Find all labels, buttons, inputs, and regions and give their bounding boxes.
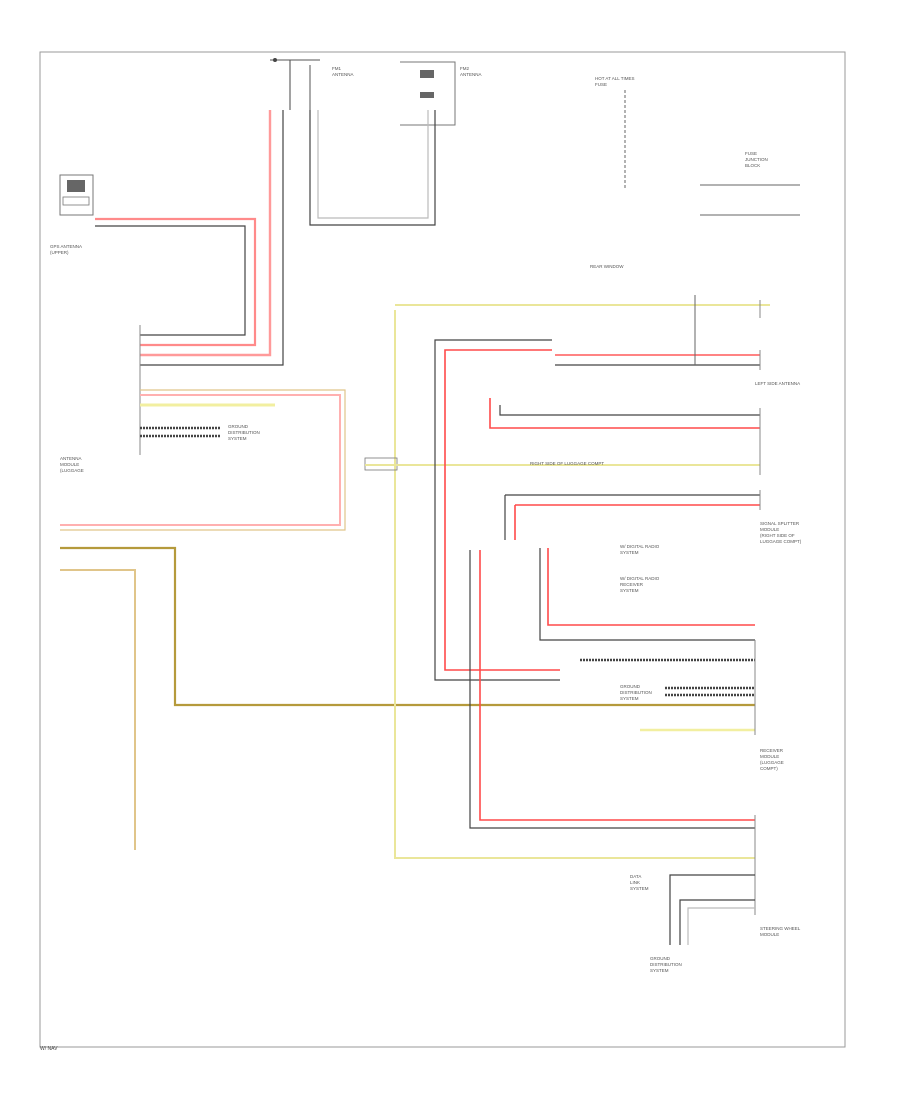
wire-tan-long: [60, 569, 136, 850]
wire-fm-loop-black: [309, 110, 436, 226]
note-2-label-3: SYSTEM: [620, 588, 639, 593]
fm2-label-2: ANTENNA: [460, 72, 482, 77]
wire-module-pink: [60, 394, 341, 526]
wire-right-black-1: [434, 339, 560, 681]
wire-bottom-black-2: [679, 899, 755, 945]
wire-bottom-gray: [687, 907, 755, 945]
ground-left-label-1: GROUND: [228, 424, 249, 429]
wire-right-red-3: [489, 398, 760, 429]
fm-antenna-1-symbol: [270, 58, 320, 110]
bottom-module-label-2: MODULE: [760, 932, 779, 937]
wire-receiver-black: [469, 550, 755, 829]
ground-bottom-label-3: SYSTEM: [650, 968, 669, 973]
receiver-module-label-1: RECEIVER: [760, 748, 784, 753]
ground-left-label-2: DISTRIBUTION: [228, 430, 260, 435]
wire-receiver-red: [479, 550, 755, 821]
fm2-label-1: FM2: [460, 66, 469, 71]
antenna-module-label-3: (LUGGAGE: [60, 468, 84, 473]
wire-receiver-black-2: [539, 548, 755, 641]
receiver-module-label-4: COMPT): [760, 766, 778, 771]
receiver-module-label-2: MODULE: [760, 754, 779, 759]
fm1-label-1: FM1: [332, 66, 341, 71]
bottom-module-label-1: STEERING WHEEL: [760, 926, 801, 931]
note-2-label-1: W/ DIGITAL RADIO: [620, 576, 660, 581]
interior-antenna-label: REAR WINDOW: [590, 264, 624, 269]
note-1-label-2: SYSTEM: [620, 550, 639, 555]
bottom-note-label-1: DATA: [630, 874, 641, 879]
hot-fuse-label-1: HOT AT ALL TIMES: [595, 76, 635, 81]
gps-antenna-label-2: (UPPER): [50, 250, 69, 255]
wire-right-black-3: [499, 405, 760, 416]
fm1-label-2: ANTENNA: [332, 72, 354, 77]
left-side-antenna-label: LEFT SIDE ANTENNA: [755, 381, 800, 386]
wire-top-black-1: [140, 110, 284, 366]
note-1-label-1: W/ DIGITAL RADIO: [620, 544, 660, 549]
fuse-block-label-2: JUNCTION: [745, 157, 768, 162]
ground-right-label-3: SYSTEM: [620, 696, 639, 701]
diagram-frame: [39, 51, 846, 1048]
bottom-note-label-2: LINK: [630, 880, 640, 885]
signal-splitter-label-3: (RIGHT SIDE OF: [760, 533, 795, 538]
wire-center-yellow: [394, 310, 755, 859]
wire-receiver-red-2: [547, 548, 755, 626]
fuse-block-label-1: FUSE: [745, 151, 757, 156]
antenna-module-label-2: MODULE: [60, 462, 79, 467]
wire-gps-red: [95, 217, 257, 347]
wire-top-red-1: [140, 110, 272, 357]
signal-splitter-label-2: MODULE: [760, 527, 779, 532]
wire-module-tan: [60, 389, 346, 531]
gps-antenna-symbol: [59, 174, 94, 216]
gps-antenna-label-1: GPS ANTENNA: [50, 244, 82, 249]
right-side-antenna-label: RIGHT SIDE OF LUGGAGE COMPT: [530, 461, 604, 466]
ground-right-label-2: DISTRIBUTION: [620, 690, 652, 695]
wire-fm-loop-gray: [317, 110, 429, 219]
wire-gps-black: [95, 225, 246, 336]
signal-splitter-label-1: SIGNAL SPLITTER: [760, 521, 800, 526]
note-2-label-2: RECEIVER: [620, 582, 644, 587]
ground-bottom-label-1: GROUND: [650, 956, 671, 961]
ground-bottom-label-2: DISTRIBUTION: [650, 962, 682, 967]
fuse-block-label-3: BLOCK: [745, 163, 760, 168]
wire-olive-long: [60, 546, 755, 707]
wire-bottom-black-1: [669, 874, 755, 945]
wire-right-red-1: [444, 349, 560, 671]
ground-left-label-3: SYSTEM: [228, 436, 247, 441]
ground-right-label-1: GROUND: [620, 684, 641, 689]
receiver-module-label-3: (LUGGAGE: [760, 760, 784, 765]
hot-fuse-label-2: FUSE: [595, 82, 607, 87]
footer-note: W/ NAV: [40, 1046, 58, 1052]
signal-splitter-label-4: LUGGAGE COMPT): [760, 539, 802, 544]
bottom-note-label-3: SYSTEM: [630, 886, 649, 891]
antenna-module-label-1: ANTENNA: [60, 456, 82, 461]
